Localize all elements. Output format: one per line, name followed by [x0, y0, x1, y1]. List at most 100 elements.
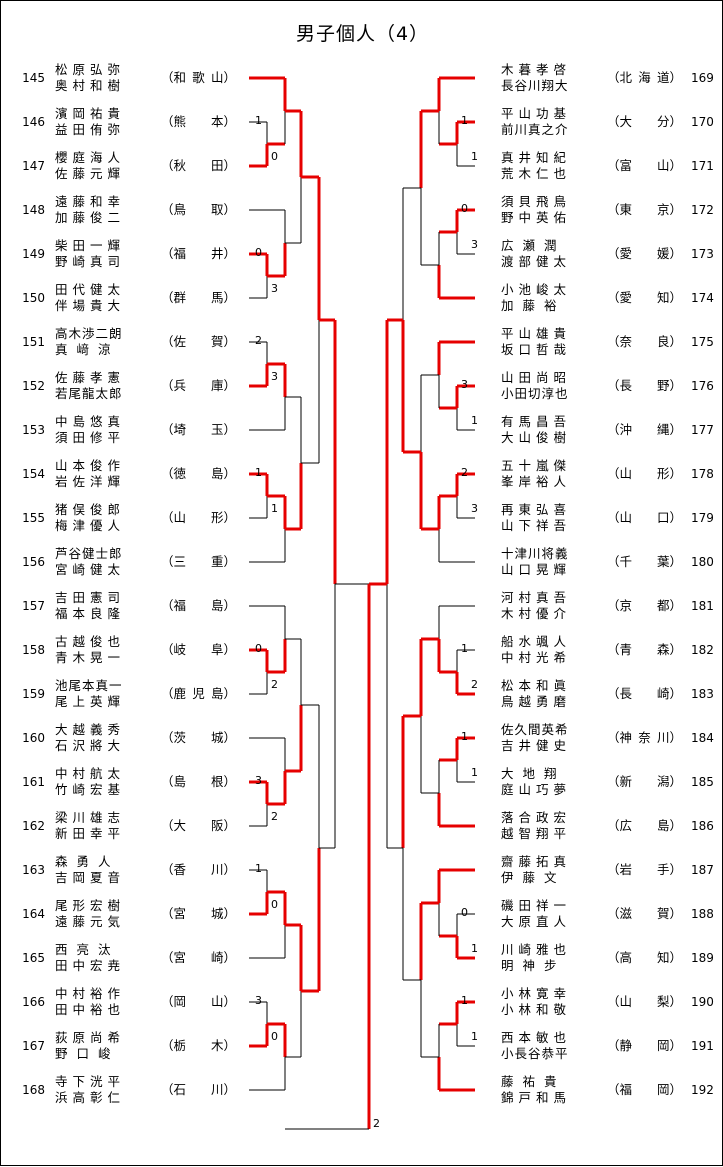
player-name: 寺下洸平 [55, 1074, 126, 1089]
player-names: 芦谷健士郎宮崎健太 [55, 546, 165, 578]
player-name: 落合政宏 [501, 810, 572, 825]
player-name: 鳥越勇磨 [501, 694, 572, 709]
prefecture-name: 北海道 [619, 70, 670, 85]
entry-number: 174 [691, 291, 714, 305]
prefecture-name: 福岡 [619, 1082, 670, 1097]
player-name: 前川真之介 [501, 122, 569, 137]
player-name: 五十嵐傑 [501, 458, 572, 473]
prefecture: （宮崎） [161, 950, 237, 965]
page-title: 男子個人（4） [295, 23, 430, 45]
match-score: 2 [461, 466, 468, 479]
prefecture-name: 山口 [619, 510, 670, 525]
entry-number: 177 [691, 423, 714, 437]
prefecture: （岐阜） [161, 642, 237, 657]
player-name: 野口峻 [55, 1046, 120, 1061]
player-name: 田中宏尭 [55, 958, 126, 973]
prefecture-name: 宮城 [173, 906, 224, 921]
prefecture: （山梨） [607, 994, 683, 1009]
player-name: 櫻庭海人 [55, 150, 126, 165]
player-name: 小長谷恭平 [501, 1046, 569, 1061]
player-name: 長谷川翔大 [501, 78, 569, 93]
match-score: 2 [373, 1117, 380, 1130]
prefecture-name: 長野 [619, 378, 670, 393]
entry-number: 171 [691, 159, 714, 173]
entry-number: 162 [22, 819, 45, 833]
player-name: 真﨑涼 [55, 342, 120, 357]
player-names: 寺下洸平浜高彰仁 [55, 1074, 165, 1106]
player-names: 真井知紀荒木仁也 [501, 150, 611, 182]
player-name: 再東弘喜 [501, 502, 572, 517]
prefecture: （山形） [161, 510, 237, 525]
prefecture-name: 茨城 [173, 730, 224, 745]
player-names: 中島悠真須田修平 [55, 414, 165, 446]
entry-number: 170 [691, 115, 714, 129]
player-name: 梁川雄志 [55, 810, 126, 825]
player-name: 須田修平 [55, 430, 126, 445]
player-name: 中島悠真 [55, 414, 126, 429]
prefecture-name: 奈良 [619, 334, 670, 349]
match-score: 1 [461, 114, 468, 127]
entry-number: 164 [22, 907, 45, 921]
player-name: 野崎真司 [55, 254, 126, 269]
prefecture-name: 岡山 [173, 994, 224, 1009]
entry-number: 153 [22, 423, 45, 437]
entry-number: 175 [691, 335, 714, 349]
player-name: 荻原尚希 [55, 1030, 126, 1045]
player-name: 田中裕也 [55, 1002, 126, 1017]
player-name: 有馬昌吾 [501, 414, 572, 429]
entry-number: 189 [691, 951, 714, 965]
entry-number: 160 [22, 731, 45, 745]
player-name: 若尾龍太郎 [55, 386, 123, 401]
player-names: 山田尚昭小田切淳也 [501, 370, 611, 402]
match-score: 2 [271, 810, 278, 823]
player-name: 佐藤孝憲 [55, 370, 126, 385]
player-name: 磯田祥一 [501, 898, 572, 913]
prefecture-name: 徳島 [173, 466, 224, 481]
prefecture-name: 滋賀 [619, 906, 670, 921]
prefecture: （秋田） [161, 158, 237, 173]
player-names: 池尾本真一尾上英輝 [55, 678, 165, 710]
entry-number: 154 [22, 467, 45, 481]
player-names: 磯田祥一大原直人 [501, 898, 611, 930]
prefecture-name: 山形 [619, 466, 670, 481]
match-score: 1 [255, 862, 262, 875]
player-name: 山口晃輝 [501, 562, 572, 577]
player-names: 猪俣俊郎梅津優人 [55, 502, 165, 534]
prefecture: （長崎） [607, 686, 683, 701]
player-name: 大原直人 [501, 914, 572, 929]
player-name: 中村航太 [55, 766, 126, 781]
prefecture: （徳島） [161, 466, 237, 481]
player-name: 平山功基 [501, 106, 572, 121]
prefecture-name: 鳥取 [173, 202, 224, 217]
entry-number: 156 [22, 555, 45, 569]
player-name: 小林和敬 [501, 1002, 572, 1017]
player-name: 山本俊作 [55, 458, 126, 473]
player-name: 吉井健史 [501, 738, 572, 753]
player-names: 小池峻太加藤裕 [501, 282, 611, 314]
player-names: 河村真吾木村優介 [501, 590, 611, 622]
player-name: 中村光希 [501, 650, 572, 665]
player-names: 遠藤和幸加藤俊二 [55, 194, 165, 226]
player-names: 古越俊也青木晃一 [55, 634, 165, 666]
prefecture-name: 神奈川 [619, 730, 670, 745]
player-names: 荻原尚希野口峻 [55, 1030, 165, 1062]
prefecture-name: 鹿児島 [173, 686, 224, 701]
player-name: 伊藤文 [501, 870, 566, 885]
prefecture: （静岡） [607, 1038, 683, 1053]
prefecture-name: 富山 [619, 158, 670, 173]
player-name: 山田尚昭 [501, 370, 572, 385]
player-names: 十津川将義山口晃輝 [501, 546, 611, 578]
player-name: 青木晃一 [55, 650, 126, 665]
player-name: 川崎雅也 [501, 942, 572, 957]
entry-number: 182 [691, 643, 714, 657]
player-name: 岩佐洋輝 [55, 474, 126, 489]
prefecture-name: 京都 [619, 598, 670, 613]
entry-number: 169 [691, 71, 714, 85]
match-score: 3 [471, 502, 478, 515]
match-score: 1 [461, 730, 468, 743]
prefecture: （千葉） [607, 554, 683, 569]
player-names: 櫻庭海人佐藤元輝 [55, 150, 165, 182]
match-score: 1 [271, 502, 278, 515]
